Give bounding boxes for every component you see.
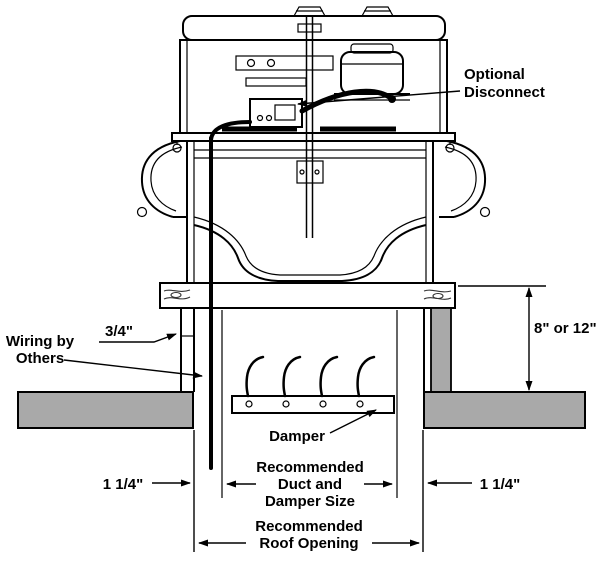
label-duct-size-1: Recommended bbox=[256, 459, 364, 476]
wood-grain-left bbox=[170, 291, 182, 299]
damper-blades bbox=[245, 355, 376, 398]
latch-hook-left bbox=[172, 143, 182, 153]
eyebolt-left bbox=[136, 206, 148, 218]
label-roof-opening-1: Recommended bbox=[255, 518, 363, 535]
label-wiring-by-others-2: Others bbox=[16, 350, 64, 367]
curb-wall-left bbox=[180, 308, 195, 392]
shaft-pulley bbox=[297, 23, 322, 33]
label-curb-thickness: 3/4" bbox=[105, 323, 133, 340]
duct-walls bbox=[221, 310, 398, 498]
label-optional-disconnect-1: Optional bbox=[464, 66, 525, 83]
roof-deck-left bbox=[17, 391, 194, 429]
latch-hook-right bbox=[445, 143, 455, 153]
inlet-bowl bbox=[193, 224, 427, 282]
shaft-hub bbox=[296, 160, 324, 184]
curb-cap bbox=[159, 282, 456, 309]
fan-housing bbox=[171, 39, 456, 153]
dim-curb-thickness bbox=[99, 333, 177, 343]
label-gap-left: 1 1/4" bbox=[103, 476, 143, 493]
leader-wiring bbox=[63, 359, 203, 379]
housing-flange bbox=[171, 132, 456, 142]
damper-assembly bbox=[231, 355, 395, 414]
label-damper: Damper bbox=[269, 428, 325, 445]
label-gap-right: 1 1/4" bbox=[480, 476, 520, 493]
leader-disconnect bbox=[297, 90, 461, 107]
leader-damper bbox=[329, 409, 377, 434]
venturi bbox=[186, 141, 434, 283]
label-duct-size-3: Damper Size bbox=[265, 493, 355, 510]
label-duct-size-2: Duct and bbox=[278, 476, 342, 493]
label-wiring-by-others-1: Wiring by bbox=[6, 333, 75, 350]
motor-assembly bbox=[209, 16, 410, 238]
bearing-mount-right bbox=[360, 6, 395, 17]
dim-curb-height bbox=[458, 285, 546, 391]
drive-bracket bbox=[235, 55, 334, 71]
damper-frame bbox=[231, 395, 395, 414]
bearing-mount-left bbox=[292, 6, 327, 17]
eyebolt-right bbox=[479, 206, 491, 218]
label-optional-disconnect-2: Disconnect bbox=[464, 84, 545, 101]
wood-grain-right bbox=[432, 292, 444, 300]
windband bbox=[136, 140, 491, 218]
roof-deck-right bbox=[423, 391, 586, 429]
dim-roof-opening bbox=[193, 430, 424, 552]
curb-wall-right bbox=[423, 307, 452, 393]
disconnect-box bbox=[249, 98, 303, 128]
label-curb-height: 8" or 12" bbox=[534, 320, 597, 337]
label-roof-opening-2: Roof Opening bbox=[259, 535, 358, 552]
